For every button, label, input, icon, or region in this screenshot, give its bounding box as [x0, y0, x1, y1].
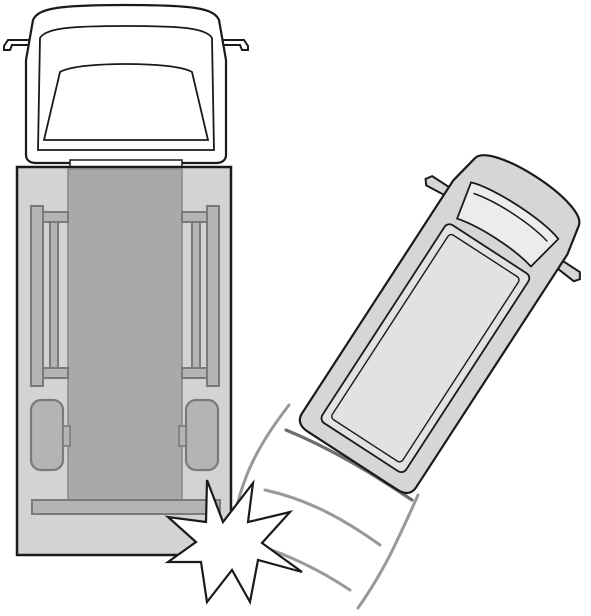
motion-arc-right [356, 493, 420, 610]
left-frame [30, 205, 69, 387]
right-frame [181, 205, 220, 387]
car-roof-inner [331, 233, 520, 463]
cab-body [24, 3, 228, 165]
cab-windshield [37, 25, 215, 151]
car [298, 154, 581, 495]
car-windshield-inner [473, 192, 548, 242]
rear-bumper [31, 499, 221, 515]
motion-line-2 [263, 488, 382, 547]
rear-left-wheel-icon [29, 398, 71, 472]
left-mirror-icon [3, 39, 31, 51]
car-roof [320, 223, 531, 473]
truck-cab [3, 3, 249, 169]
right-mirror-icon [221, 39, 249, 51]
truck [3, 3, 249, 557]
truck-bed [15, 165, 233, 557]
bed-floor-strip [67, 168, 183, 502]
cab-roof-line [42, 63, 210, 141]
rear-right-wheel-icon [178, 398, 220, 472]
collision-burst-icon [164, 479, 303, 606]
motion-arc-left [234, 403, 291, 512]
impact-star [164, 479, 303, 606]
car-windshield [455, 181, 560, 268]
